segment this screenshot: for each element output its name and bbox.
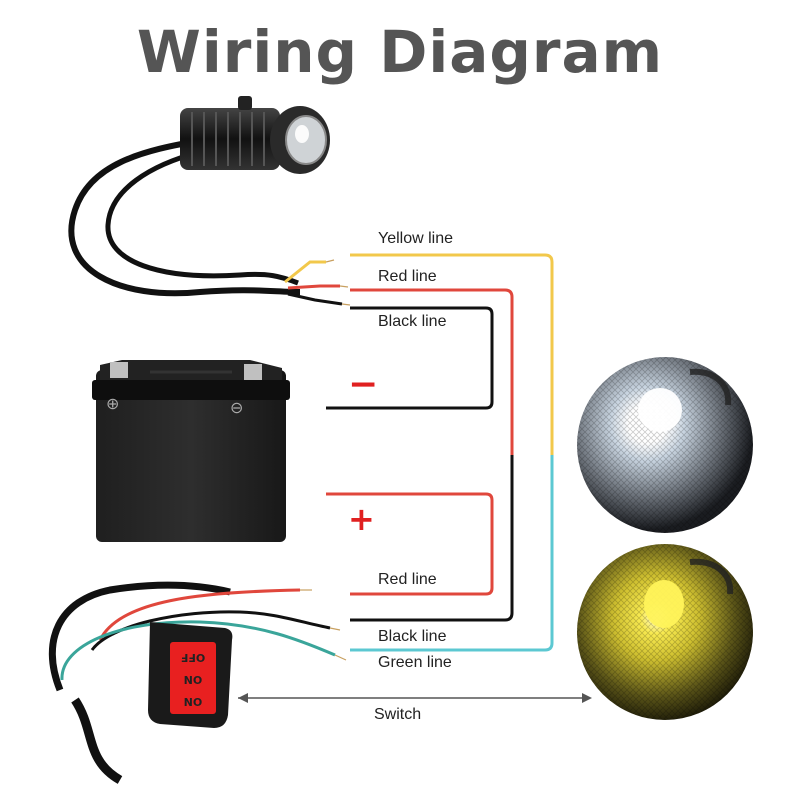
red-line-label-bottom: Red line: [378, 571, 437, 588]
minus-sign: −: [348, 364, 379, 405]
headlight-cable-loop: [105, 149, 299, 286]
headlight-black-wire-end: [287, 292, 343, 306]
red-line-label-top: Red line: [378, 268, 437, 285]
headlight-unit: [68, 96, 351, 306]
battery: [92, 360, 290, 542]
plus-sign: +: [348, 500, 375, 538]
yellow-wire: [350, 253, 554, 455]
green-wire: [350, 455, 554, 652]
headlight-yellow-wire-end: [284, 260, 326, 284]
switch-cable-outer: [48, 581, 231, 692]
switch-label-on-1: ON: [183, 673, 203, 686]
battery-minus-terminal-mark: ⊖: [230, 400, 244, 417]
battery-body: [96, 370, 286, 542]
handlebar-switch: [48, 581, 347, 784]
page-title: Wiring Diagram: [136, 18, 664, 86]
red-wire-top: [350, 288, 514, 455]
white-light-beam: [638, 388, 682, 432]
battery-plus-terminal-mark: ⊕: [106, 396, 120, 413]
headlight-cable: [68, 137, 301, 297]
headlight-red-wire-end: [287, 284, 340, 290]
switch-rocker[interactable]: [170, 642, 216, 714]
switch-label-on-2: ON: [183, 695, 203, 708]
switch-rocker-labels: OFF ON ON: [172, 646, 214, 712]
battery-terminal-right: [244, 364, 262, 380]
yellow-line-label: Yellow line: [378, 230, 454, 247]
yellow-light-beam: [644, 580, 684, 628]
switch-label: Switch: [374, 706, 422, 723]
switch-red-wire: [98, 588, 301, 641]
headlight-button: [238, 96, 252, 110]
switch-label-off: OFF: [180, 651, 206, 664]
switch-cable-tail: [71, 697, 123, 784]
green-line-label: Green line: [378, 654, 452, 671]
battery-lid: [100, 360, 282, 380]
red-wire-battery: [326, 492, 494, 596]
white-light-picture: [577, 357, 753, 533]
yellow-light-picture: [577, 544, 753, 720]
black-line-label-bottom: Black line: [378, 628, 447, 645]
black-wire-top: [326, 306, 494, 410]
black-line-label-top: Black line: [378, 313, 447, 330]
battery-terminal-left: [110, 362, 128, 378]
switch-green-wire: [60, 620, 336, 681]
wiring-lines: [326, 253, 554, 652]
black-wire-switch: [350, 455, 514, 622]
